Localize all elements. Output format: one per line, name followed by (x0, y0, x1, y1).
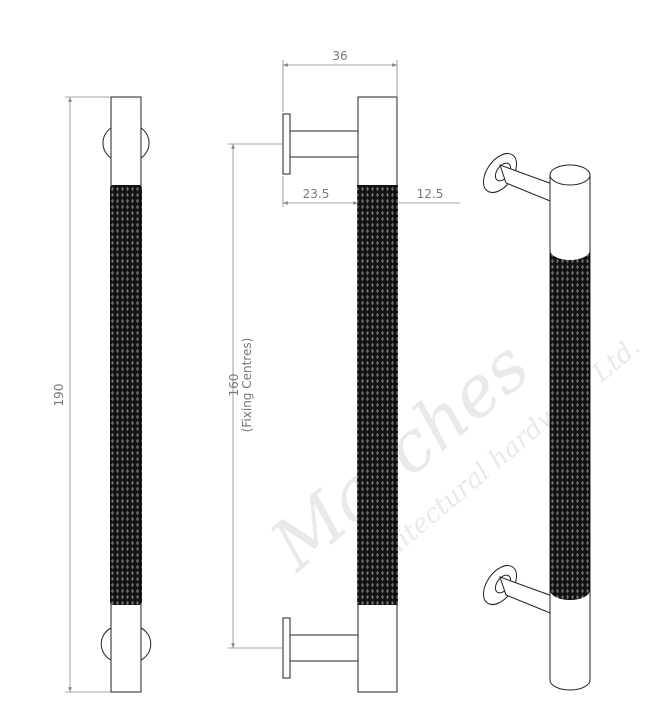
spindle-bottom (289, 634, 362, 662)
bar-top-iso (549, 164, 591, 186)
dim-12-5-label: 12.5 (417, 187, 444, 201)
dim-fixing-centres (228, 143, 283, 649)
dim-160-label: 160 (227, 374, 241, 397)
spindle-bottom-iso (499, 576, 556, 616)
dim-23-5-label: 23.5 (303, 187, 330, 201)
rose-bottom-right (140, 627, 152, 661)
dim-36-label: 36 (332, 49, 347, 63)
rose-bottom (282, 617, 291, 679)
dim-projection (282, 60, 460, 207)
rose-top (282, 113, 291, 175)
dim-190-label: 190 (52, 384, 66, 407)
rose-bottom-left (100, 627, 112, 661)
spindle-top (289, 130, 362, 158)
front-view (100, 96, 152, 693)
spindle-top-iso (499, 164, 556, 204)
dim-overall-length (65, 96, 110, 693)
rose-top-left (102, 127, 112, 159)
fixing-centres-note: (Fixing Centres) (240, 338, 254, 433)
knurled-grip-side (357, 185, 398, 605)
isometric-view (482, 152, 591, 691)
side-view (282, 96, 398, 693)
knurled-grip-iso (550, 250, 590, 600)
rose-top-right (140, 127, 150, 159)
knurled-grip (110, 185, 142, 605)
